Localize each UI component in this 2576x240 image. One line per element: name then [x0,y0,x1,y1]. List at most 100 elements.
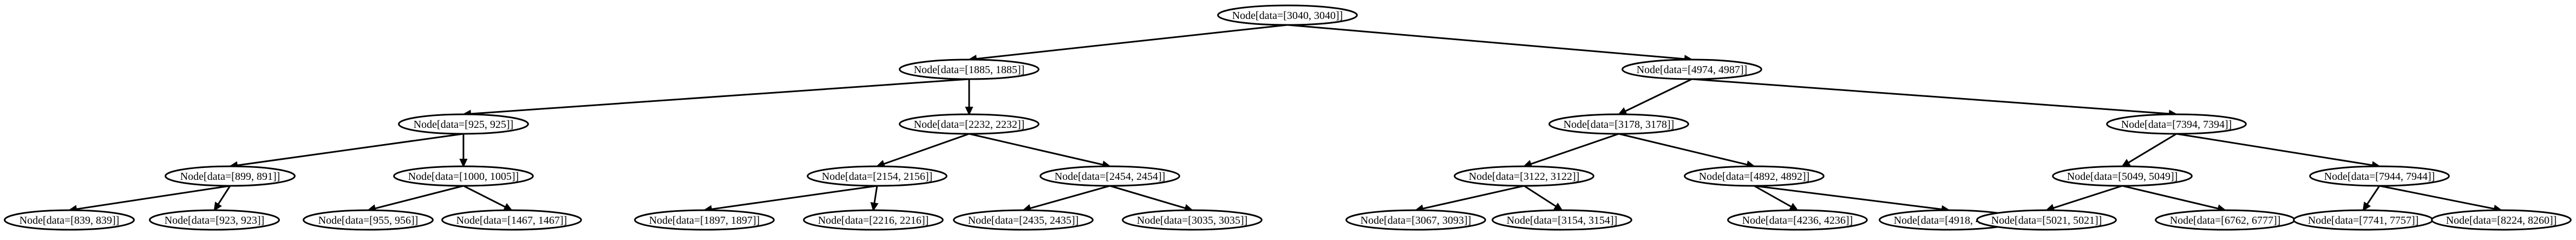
edge-arrowhead [870,202,879,212]
node-label: Node[data=[4236, 4236]] [1742,215,1853,226]
node-label: Node[data=[1467, 1467]] [456,215,567,226]
node-ellipse [899,59,1039,80]
node-label: Node[data=[1885, 1885]] [914,64,1025,76]
node-label: Node[data=[4918, 4918]] [1894,215,2005,226]
tree-edge [2379,185,2495,210]
edge-arrowhead [213,202,222,212]
tree-node: Node[data=[4892, 4892]] [1684,165,1825,187]
node-label: Node[data=[2232, 2232]] [914,119,1025,131]
node-ellipse [165,165,296,187]
node-ellipse [303,209,434,231]
tree-edge [1691,78,2170,115]
tree-edge [237,133,464,166]
node-ellipse [1039,165,1180,187]
tree-edge [76,185,231,210]
tree-node: Node[data=[5021, 5021]] [1976,209,2117,231]
tree-edge [1625,78,1692,112]
node-label: Node[data=[4892, 4892]] [1699,171,1810,183]
node-label: Node[data=[3040, 3040]] [1232,10,1343,22]
node-label: Node[data=[1897, 1897]] [649,215,760,226]
tree-edge [2122,185,2219,210]
node-ellipse [634,209,775,231]
tree-node: Node[data=[6762, 6777]] [2155,209,2296,231]
node-label: Node[data=[3035, 3035]] [1137,215,1248,226]
node-ellipse [2309,165,2450,187]
edge-arrowhead [459,159,468,168]
node-ellipse [1454,165,1594,187]
node-label: Node[data=[6762, 6777]] [2170,215,2281,226]
node-ellipse [2052,165,2193,187]
tree-node: Node[data=[2454, 2454]] [1039,165,1180,187]
edge-arrowhead [2121,159,2131,167]
node-ellipse [2106,113,2247,135]
tree-node: Node[data=[3154, 3154]] [1492,209,1632,231]
tree-edge [2052,185,2123,209]
tree-edge [969,133,1103,166]
tree-node: Node[data=[4974, 4987]] [1622,59,1762,80]
edge-arrowhead [1617,107,1627,115]
tree-edges [68,24,2503,213]
node-label: Node[data=[899, 891]] [180,171,280,183]
tree-node: Node[data=[955, 956]] [303,209,434,231]
tree-edge [470,78,970,115]
node-label: Node[data=[2454, 2454]] [1055,171,1166,183]
tree-node: Node[data=[3035, 3035]] [1122,209,1263,231]
node-ellipse [1727,209,1868,231]
tree-edge [711,185,878,210]
node-label: Node[data=[5049, 5049]] [2067,171,2178,183]
tree-node: Node[data=[2435, 2435]] [953,209,1094,231]
node-label: Node[data=[923, 923]] [165,215,265,226]
node-label: Node[data=[3122, 3122]] [1469,171,1580,183]
tree-edge [873,185,878,204]
edge-arrowhead [503,203,513,211]
node-ellipse [393,165,534,187]
tree-node: Node[data=[1885, 1885]] [899,59,1039,80]
node-ellipse [953,209,1094,231]
node-label: Node[data=[3154, 3154]] [1507,215,1618,226]
node-ellipse [1122,209,1263,231]
node-ellipse [1976,209,2117,231]
tree-node: Node[data=[1000, 1005]] [393,165,534,187]
node-label: Node[data=[839, 839]] [19,215,120,226]
edge-arrowhead [965,107,973,116]
node-label: Node[data=[7944, 7944]] [2324,171,2435,183]
tree-edge [883,133,970,165]
tree-node: Node[data=[3122, 3122]] [1454,165,1594,187]
node-label: Node[data=[925, 925]] [414,119,514,131]
tree-edge [1618,133,1748,166]
tree-edge [2366,185,2381,205]
node-ellipse [807,165,947,187]
node-ellipse [1684,165,1825,187]
tree-edge [1754,185,1943,210]
tree-node: Node[data=[3178, 3178]] [1548,113,1689,135]
node-label: Node[data=[8224, 8260]] [2446,215,2557,226]
tree-node: Node[data=[2232, 2232]] [899,113,1039,135]
node-label: Node[data=[2216, 2216]] [818,215,929,226]
node-label: Node[data=[7394, 7394]] [2121,119,2232,131]
tree-edge [1109,185,1186,209]
tree-node: Node[data=[899, 891]] [165,165,296,187]
tree-edge [976,24,1288,60]
tree-edge [1524,185,1557,207]
node-ellipse [1217,4,1358,26]
node-label: Node[data=[7741, 7757]] [2308,215,2419,226]
node-ellipse [1548,113,1689,135]
tree-edge [1030,185,1110,209]
node-ellipse [2431,209,2572,231]
tree-node: Node[data=[1897, 1897]] [634,209,775,231]
node-ellipse [899,113,1039,135]
tree-edge [2128,133,2177,164]
node-label: Node[data=[4974, 4987]] [1637,64,1748,76]
tree-node: Node[data=[2154, 2156]] [807,165,947,187]
node-ellipse [398,113,529,135]
node-label: Node[data=[5021, 5021]] [1991,215,2102,226]
tree-edge [1422,185,1525,210]
tree-edge [1754,185,1792,207]
edge-arrowhead [1789,203,1799,211]
tree-edge [217,185,231,205]
tree-node: Node[data=[3067, 3093]] [1345,209,1486,231]
node-ellipse [1622,59,1762,80]
node-ellipse [149,209,280,231]
tree-edge [463,185,506,208]
